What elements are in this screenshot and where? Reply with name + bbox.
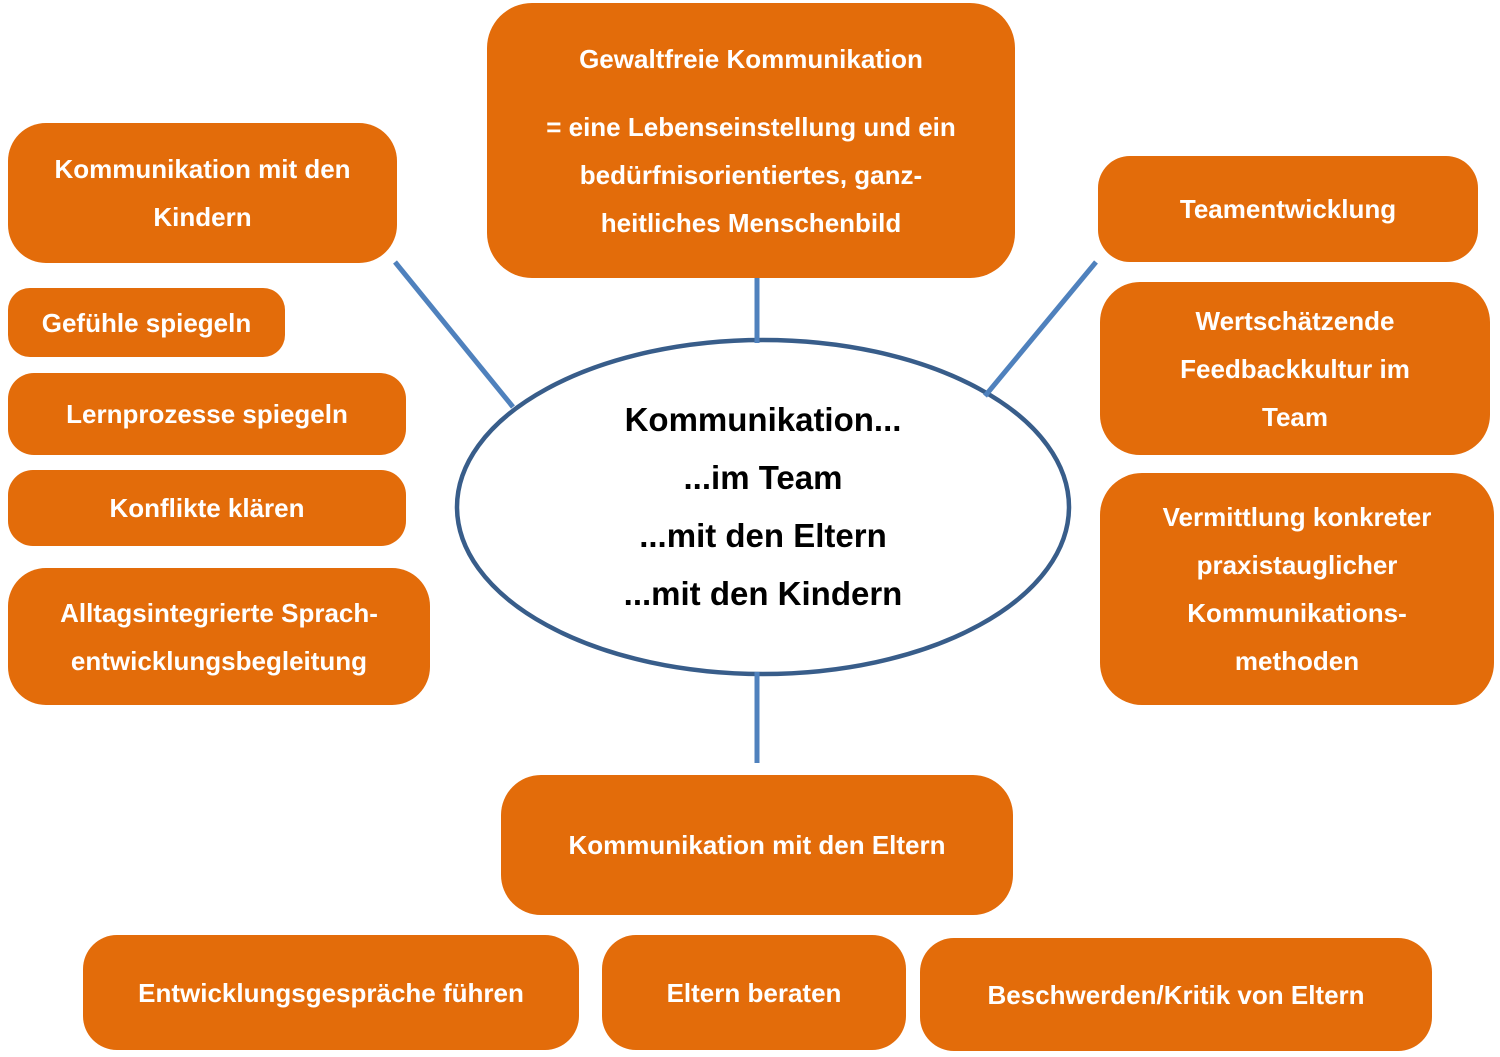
ellipse-text-line: ...mit den Kindern: [623, 575, 903, 612]
box-text-line: entwicklungsbegleitung: [70, 645, 368, 676]
box-text-line: Lernprozesse spiegeln: [66, 399, 348, 429]
center-ellipse: [454, 337, 1072, 677]
box-text-line: heitliches Menschenbild: [600, 207, 902, 238]
connector-right-diagonal: [983, 260, 1098, 398]
box-entwicklungsgespraeche-fuehren: Entwicklungsgespräche führen: [83, 935, 579, 1050]
box-text-line: Beschwerden/Kritik von Eltern: [987, 979, 1365, 1010]
box-text-line: praxistauglicher: [1196, 550, 1398, 580]
box-wertschaetzende-feedbackkultur: Wertschätzende Feedbackkultur im Team: [1100, 282, 1490, 455]
box-vermittlung-kommunikationsmethoden: Vermittlung konkreter praxistauglicher K…: [1100, 473, 1494, 705]
box-gewaltfreie-kommunikation: Gewaltfreie Kommunikation = eine Lebense…: [487, 3, 1015, 278]
box-konflikte-klaeren: Konflikte klären: [8, 470, 406, 546]
box-text-line: Team: [1262, 401, 1328, 432]
ellipse-text-line: ...mit den Eltern: [639, 517, 887, 554]
box-alltagsintegrierte-sprachentwicklungsbegleitung: Alltagsintegrierte Sprach- entwicklungsb…: [8, 568, 430, 705]
box-text-line: Eltern beraten: [666, 977, 842, 1008]
box-text-line: Alltagsintegrierte Sprach-: [60, 597, 378, 628]
box-text-line: Kommunikation mit den: [54, 154, 351, 184]
box-text-line: Teamentwicklung: [1179, 194, 1397, 224]
box-text-line: Kommunikations-: [1187, 598, 1407, 628]
box-lernprozesse-spiegeln: Lernprozesse spiegeln: [8, 373, 406, 455]
box-text-line: Gefühle spiegeln: [41, 307, 252, 338]
ellipse-text-line: Kommunikation...: [624, 401, 902, 438]
box-text-line: Wertschätzende: [1195, 305, 1395, 336]
box-text-line: Gewaltfreie Kommunikation: [579, 43, 923, 74]
box-gefuehle-spiegeln: Gefühle spiegeln: [8, 288, 285, 357]
box-kommunikation-mit-den-kindern: Kommunikation mit den Kindern: [8, 123, 397, 263]
box-text-line: Feedbackkultur im: [1180, 353, 1410, 384]
box-eltern-beraten: Eltern beraten: [602, 935, 906, 1050]
box-kommunikation-mit-den-eltern: Kommunikation mit den Eltern: [501, 775, 1013, 915]
center-ellipse-text: Kommunikation... ...im Team ...mit den E…: [457, 340, 1069, 674]
box-text-line: Vermittlung konkreter: [1162, 502, 1432, 532]
box-beschwerden-kritik-von-eltern: Beschwerden/Kritik von Eltern: [920, 938, 1432, 1051]
box-text-line: Entwicklungsgespräche führen: [138, 977, 524, 1008]
ellipse-text-line: ...im Team: [683, 459, 843, 496]
connector-left-diagonal: [393, 260, 515, 409]
box-text-line: Kindern: [153, 202, 252, 232]
box-text-line: methoden: [1234, 646, 1360, 676]
box-text-line: Kommunikation mit den Eltern: [568, 830, 946, 860]
box-text-line: Konflikte klären: [109, 493, 305, 523]
box-text-line: = eine Lebenseinstellung und ein: [546, 111, 956, 142]
box-text-line: bedürfnisorientiertes, ganz-: [579, 159, 923, 190]
box-teamentwicklung: Teamentwicklung: [1098, 156, 1478, 262]
